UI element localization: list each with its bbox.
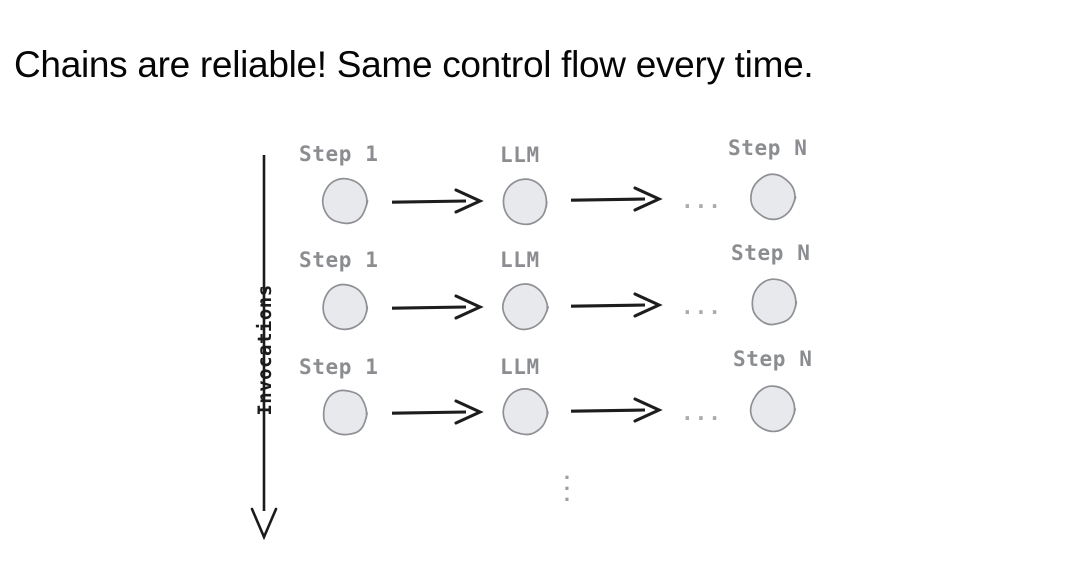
- arrow-head: [633, 292, 663, 318]
- vertical-ellipsis: · · ·: [561, 467, 573, 511]
- arrow-shaft: [570, 408, 646, 413]
- node-label: Step N: [731, 241, 811, 265]
- arrow-head: [454, 399, 484, 425]
- node-label: Step 1: [299, 142, 379, 166]
- node-label: Step 1: [299, 248, 379, 272]
- node-circle: [322, 389, 368, 436]
- node-circle: [749, 385, 796, 433]
- diagram-svg: [250, 155, 798, 541]
- arrow-head: [633, 186, 663, 212]
- node-circle: [502, 178, 548, 226]
- node-label: LLM: [500, 143, 540, 167]
- node-label: Step 1: [299, 355, 379, 379]
- axis-arrowhead: [250, 507, 278, 541]
- arrow-shaft: [570, 197, 646, 202]
- node-circle: [750, 173, 797, 221]
- arrow-head: [454, 188, 484, 214]
- node-circle: [501, 283, 549, 331]
- node-circle: [321, 177, 369, 225]
- node-label: LLM: [500, 248, 540, 272]
- node-circle: [322, 283, 369, 331]
- node-label: Step N: [733, 347, 813, 371]
- horizontal-ellipsis: ...: [681, 295, 722, 319]
- arrow-shaft: [570, 303, 646, 308]
- node-circle: [751, 278, 798, 326]
- arrow-shaft: [391, 199, 467, 204]
- arrow-head: [633, 397, 663, 423]
- horizontal-ellipsis: ...: [681, 189, 722, 213]
- node-label: LLM: [500, 355, 540, 379]
- node-circle: [502, 388, 549, 436]
- arrow-head: [454, 294, 484, 320]
- horizontal-ellipsis: ...: [681, 401, 722, 425]
- arrow-shaft: [391, 410, 467, 415]
- node-label: Step N: [728, 136, 808, 160]
- page-title: Chains are reliable! Same control flow e…: [14, 43, 814, 85]
- arrow-shaft: [391, 305, 467, 310]
